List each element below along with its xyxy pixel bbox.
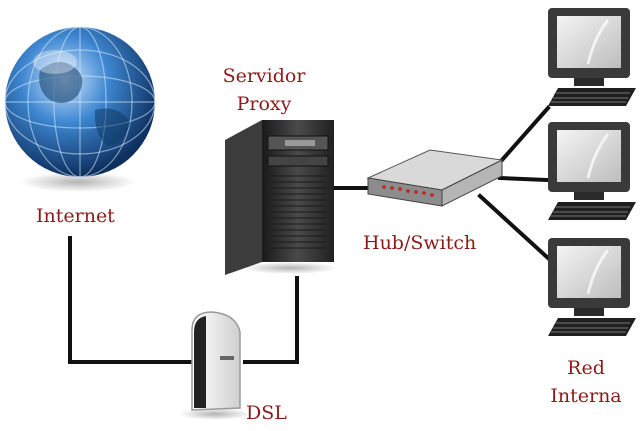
server-icon [225, 120, 338, 275]
dsl-proxy-link [243, 276, 299, 364]
hub-pc1-link [499, 105, 551, 163]
hub-pc3-link [477, 193, 551, 261]
connectors [68, 105, 551, 364]
red-interna-label-line1: Red [567, 357, 605, 379]
dsl-label: DSL [246, 402, 287, 424]
internet-dsl-link [68, 236, 194, 364]
computer-icon [548, 8, 636, 106]
hub-label: Hub/Switch [363, 232, 477, 254]
globe-icon [4, 26, 156, 192]
dsl-modem-icon [179, 311, 251, 420]
internet-label: Internet [36, 205, 115, 227]
proxy-label-line1: Servidor [222, 65, 306, 87]
hub-pc2-link [497, 175, 551, 183]
computer-icon [548, 122, 636, 220]
computer-icon [548, 238, 636, 336]
hub-icon [366, 149, 504, 207]
proxy-label-line2: Proxy [236, 93, 292, 115]
red-interna-label-line2: Interna [550, 385, 622, 407]
